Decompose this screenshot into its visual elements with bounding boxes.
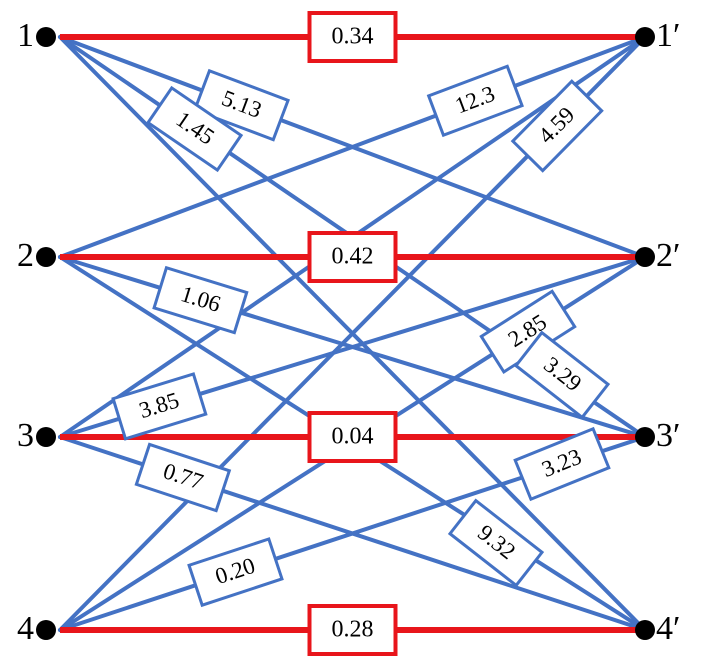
edge-weight-label: 3.85	[111, 372, 208, 441]
matched-edge-weight-label-text: 0.28	[332, 617, 374, 643]
matched-edge-weight-label-box	[307, 604, 398, 656]
other-edge-labels: 5.131.4512.31.063.850.774.592.850.203.29…	[111, 64, 611, 608]
edge-weight-label: 0.77	[134, 442, 232, 513]
matched-edge-weight-label-box	[307, 231, 398, 283]
matched-edge-weight-label-text: 0.04	[332, 424, 374, 450]
edge-weight-label-box	[513, 330, 611, 420]
matched-edge-weight-label-box	[307, 11, 398, 63]
edge-weight-label-box	[510, 79, 604, 173]
matched-edge-weight-label: 0.04	[307, 411, 398, 463]
matched-edge-weight-label: 0.42	[307, 231, 398, 283]
left-node-label: 3	[17, 417, 34, 454]
edge-weight-label-box	[192, 68, 290, 142]
right-node-label: 2′	[656, 237, 680, 274]
matched-edge-labels: 0.34 0.42 0.04 0.28	[307, 11, 398, 656]
right-node-label: 4′	[656, 610, 680, 647]
left-node-dot	[36, 427, 56, 447]
left-node-label: 2	[17, 237, 34, 274]
matched-edge-weight-label: 0.28	[307, 604, 398, 656]
matched-edge-weight-label: 0.34	[307, 11, 398, 63]
nodes: 1 2 3 4 1′ 2′ 3′ 4′	[17, 17, 680, 647]
edge-weight-label-box	[513, 426, 611, 502]
matched-edge-weight-label-text: 0.42	[332, 244, 374, 270]
left-node-dot	[36, 247, 56, 267]
right-node-dot	[635, 427, 655, 447]
edge-weight-label: 0.20	[187, 537, 284, 608]
edge-weight-label-box	[152, 265, 249, 335]
edge-2-4	[58, 35, 647, 259]
edge-weight-label: 1.06	[152, 265, 249, 335]
right-node-dot	[635, 27, 655, 47]
right-node-label: 3′	[656, 417, 680, 454]
right-node-dot	[635, 247, 655, 267]
left-node-label: 4	[17, 610, 34, 647]
edge-weight-label-box	[145, 85, 244, 173]
edge-weight-label-box	[111, 372, 208, 441]
edge-weight-label: 12.3	[426, 64, 524, 138]
left-node-label: 1	[17, 17, 34, 54]
edge-weight-label: 1.45	[145, 85, 244, 173]
matched-edge-weight-label-text: 0.34	[332, 24, 374, 50]
edge-weight-label: 3.29	[513, 330, 611, 420]
right-node-dot	[635, 620, 655, 640]
edge-weight-label-box	[134, 442, 232, 513]
edge-weight-label: 3.23	[513, 426, 611, 502]
edge-weight-label-box	[426, 64, 524, 138]
edge-weight-label-box	[447, 498, 545, 588]
matched-edge-weight-label-box	[307, 411, 398, 463]
edge-weight-label: 5.13	[192, 68, 290, 142]
left-node-dot	[36, 620, 56, 640]
left-node-dot	[36, 27, 56, 47]
edge-weight-label-box	[187, 537, 284, 608]
right-node-label: 1′	[656, 17, 680, 54]
